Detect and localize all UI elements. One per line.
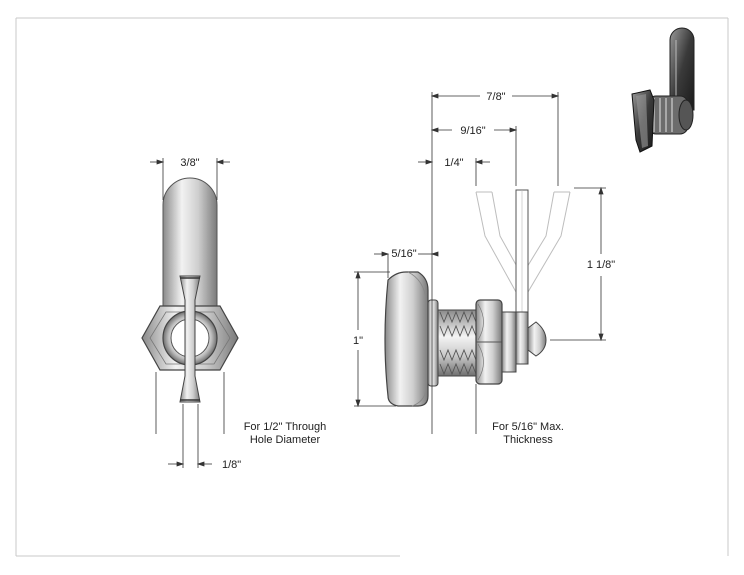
side-knob: [384, 271, 429, 407]
dim-top-small-label: 1/4": [444, 157, 463, 169]
side-screw: [527, 321, 547, 357]
dim-front-bottom-label: 1/8": [222, 459, 241, 471]
thread-lines: [439, 310, 477, 376]
dim-side-top: [354, 92, 606, 434]
front-handle: [179, 275, 201, 403]
front-cam-arm: [162, 177, 218, 321]
hole-note-line1: For 1/2" Through: [244, 421, 327, 433]
product-3d-image: [631, 27, 695, 153]
sheet-border: [15, 17, 729, 557]
thickness-note-line2: Thickness: [503, 434, 553, 446]
dim-top-overall-label: 7/8": [486, 91, 505, 103]
dim-front-width: [150, 158, 230, 200]
dim-front-bottom: [155, 372, 225, 468]
hole-note-line2: Hole Diameter: [250, 434, 321, 446]
dim-height-label: 1": [353, 335, 363, 347]
dim-cam-height-label: 1 1/8": [587, 259, 615, 271]
side-view: [384, 189, 571, 407]
dim-knob-depth-label: 5/16": [391, 248, 416, 260]
dim-top-mid-label: 9/16": [460, 125, 485, 137]
front-view: [141, 177, 239, 403]
thickness-note-line1: For 5/16" Max.: [492, 421, 564, 433]
cam-ghost-outline: [475, 191, 571, 293]
dim-front-width-label: 3/8": [180, 157, 199, 169]
side-washer: [427, 299, 439, 387]
